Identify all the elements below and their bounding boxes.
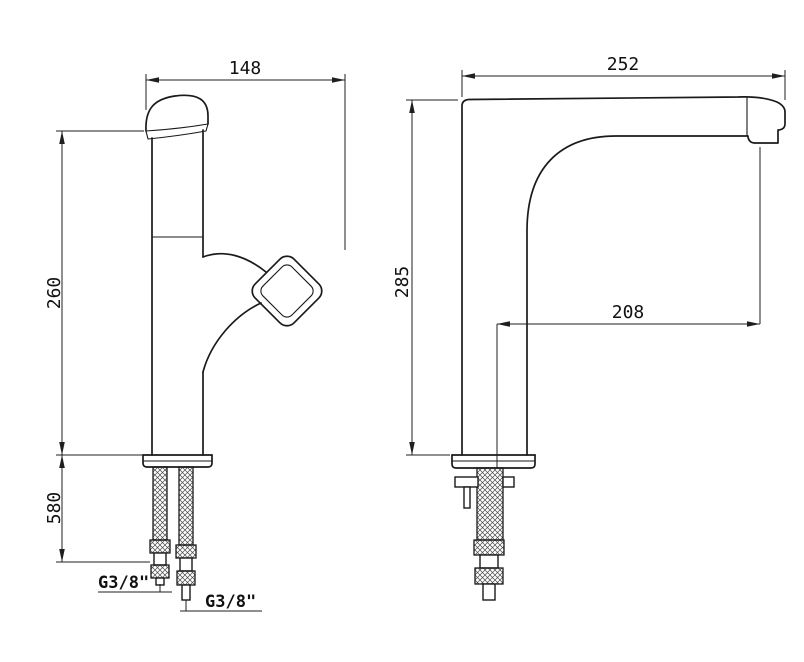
side-fitting-tip	[482, 583, 496, 601]
front-handle-arm-fillet	[202, 302, 262, 373]
front-fitting-right-nut-top	[175, 544, 197, 559]
side-height-dimension: 285	[392, 99, 458, 456]
front-handle-knob-outer	[251, 255, 323, 327]
side-view: 252 285 208	[392, 54, 786, 601]
front-spout-cap-outline	[145, 94, 209, 132]
side-fitting-cylinder	[479, 554, 499, 569]
side-reach-dimension: 208	[496, 147, 761, 468]
side-fitting-nut-bottom	[474, 567, 504, 585]
front-fitting-left-nut-bottom	[150, 564, 170, 579]
front-spout-cap-band-top	[145, 123, 209, 132]
front-fitting-left-nut-top	[149, 539, 171, 554]
front-hose-left	[152, 466, 168, 541]
leader-line	[98, 584, 172, 593]
side-mounting-stem	[463, 486, 471, 509]
front-width-dim-text: 148	[229, 58, 262, 79]
side-threaded-stud	[476, 467, 504, 541]
thread-label-left-group: G3/8"	[98, 573, 172, 593]
front-fitting-right-tip	[181, 584, 191, 601]
side-height-dim-text: 285	[392, 266, 413, 299]
front-hose-right	[178, 466, 194, 546]
front-spout-cap-band-sides	[145, 123, 209, 140]
side-body-outline	[461, 96, 786, 456]
side-depth-dimension: 252	[461, 54, 786, 100]
front-width-dimension: 148	[145, 58, 346, 250]
thread-label-right-group: G3/8"	[180, 592, 262, 612]
leader-line	[180, 600, 262, 612]
side-reach-dim-text: 208	[612, 302, 645, 323]
front-height-dim-text: 260	[44, 277, 65, 310]
front-supply-dimension: 580	[44, 455, 150, 563]
side-depth-dim-text: 252	[607, 54, 640, 75]
front-view: 148 260 580 G3/8" G3/8"	[44, 58, 346, 612]
thread-label-right: G3/8"	[205, 592, 256, 612]
front-spout-cap-band-bottom	[147, 130, 207, 140]
thread-label-left: G3/8"	[98, 573, 149, 593]
front-fitting-left-cylinder	[153, 552, 167, 566]
front-handle-arm-top	[202, 252, 267, 273]
side-mounting-tab	[502, 476, 515, 488]
front-fitting-right-nut-bottom	[176, 570, 196, 586]
front-handle-knob-inner	[260, 264, 314, 318]
front-fitting-left-tip	[155, 577, 165, 586]
front-base-plate	[142, 454, 213, 468]
front-fitting-right-cylinder	[179, 557, 193, 572]
front-supply-dim-text: 580	[44, 492, 65, 525]
front-height-dimension: 260	[44, 130, 144, 456]
side-fitting-nut-top	[473, 539, 505, 556]
side-mounting-pin	[454, 476, 479, 488]
